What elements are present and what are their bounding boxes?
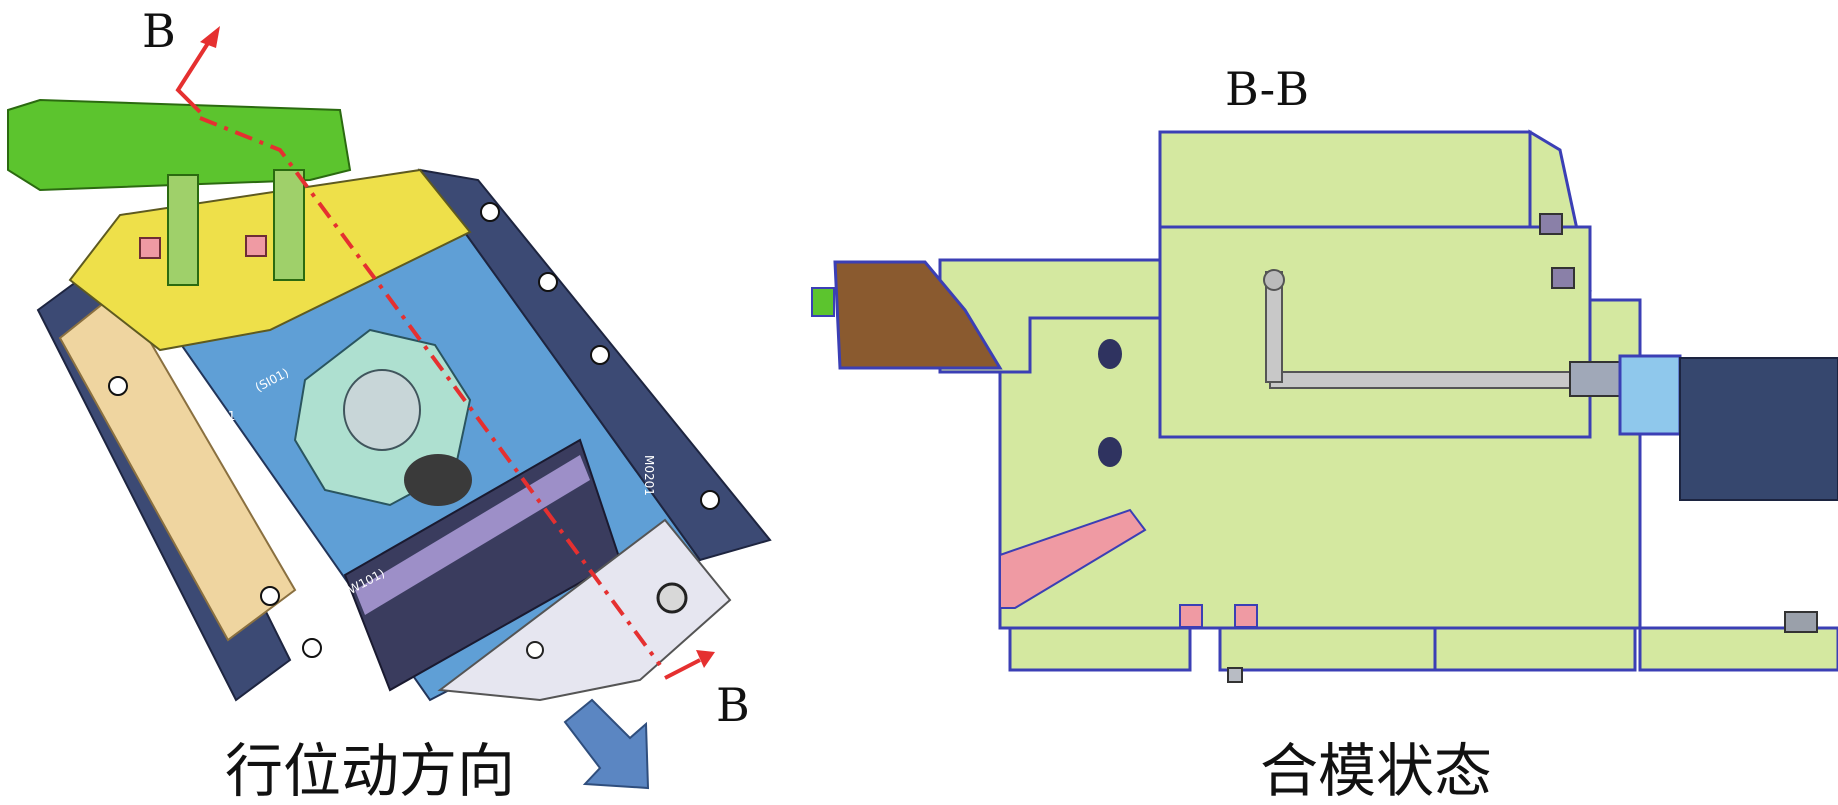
molded-part-section (833, 260, 1003, 370)
insert-core (343, 369, 421, 451)
base-plate-3 (1433, 626, 1637, 672)
rod-top-cap (1263, 269, 1285, 291)
pink-block-right (1234, 604, 1258, 628)
base-plate-1 (1008, 626, 1192, 672)
plastic-part (7, 98, 352, 192)
section-cut-line (199, 116, 662, 667)
frame-hole-3 (590, 345, 610, 365)
wedge-screw (656, 582, 688, 614)
pink-wedge (999, 508, 1147, 609)
side-slider-label: SS01 (205, 409, 236, 423)
section-mold-drawing (811, 129, 1838, 683)
section-view-panel: B-B 合模状态 (800, 0, 1838, 805)
base-plate-4 (1638, 626, 1838, 672)
slider-motion-arrow (563, 698, 650, 790)
angled-pin-lower (1551, 267, 1575, 289)
light-blue-block (1618, 354, 1682, 436)
runner-left (167, 174, 199, 286)
section-arrowhead-top (200, 26, 220, 48)
frame-hole-1 (480, 202, 500, 222)
bottom-fastener (1784, 611, 1818, 633)
section-label-top: B (142, 4, 176, 58)
base-plate-2 (1218, 626, 1437, 672)
bottom-pin (1227, 667, 1243, 683)
angled-pin-upper (1539, 213, 1563, 235)
grey-wedge (437, 518, 732, 702)
pink-pin-right (245, 235, 267, 257)
left-caption: 行位动方向 (225, 737, 516, 805)
frame-hole-5 (302, 638, 322, 658)
ejector-rod-horizontal (1269, 371, 1571, 389)
body-hole-lower (1098, 437, 1122, 467)
pink-pin-left (139, 237, 161, 259)
frame-hole-7 (260, 586, 280, 606)
frame-hole-2 (538, 272, 558, 292)
wedge-hole (526, 641, 544, 659)
rod-end-connector (1569, 361, 1621, 397)
section-arrow-top-stem (175, 38, 212, 114)
section-arrow-bottom-stem (664, 658, 701, 680)
green-edge (811, 287, 835, 317)
insert-cavity (404, 454, 472, 506)
upper-body (1158, 225, 1592, 439)
right-caption: 合模状态 (1260, 737, 1493, 805)
section-arrowhead-bottom (696, 650, 715, 668)
frame-hole-4 (700, 490, 720, 510)
section-title: B-B (1225, 62, 1310, 116)
cylinder-body (1679, 357, 1838, 501)
block-code-label: M0201 (642, 455, 656, 496)
isometric-mold-drawing: SS01 S=26 (SI01) (SW101) M0201 (7, 26, 772, 790)
slider-arm (938, 258, 1162, 374)
slider-purple-strip (355, 455, 590, 615)
runner-right (273, 169, 305, 281)
right-frame (417, 168, 772, 562)
section-label-bottom: B (716, 678, 750, 732)
isometric-view-panel: SS01 S=26 (SI01) (SW101) M0201 B B 行位动方向 (0, 0, 800, 805)
top-block (1158, 130, 1532, 229)
body-hole-upper (1098, 339, 1122, 369)
frame-hole-6 (108, 376, 128, 396)
pink-block-left (1179, 604, 1203, 628)
stroke-label: S=26 (205, 425, 238, 439)
